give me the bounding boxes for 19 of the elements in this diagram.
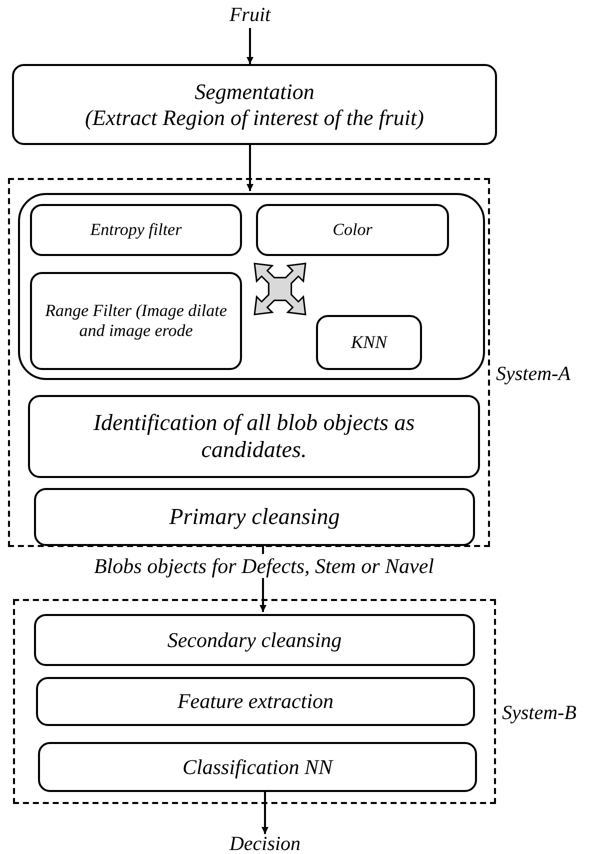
process-box: Segmentation (Extract Region of interest of the fruit) <box>12 64 497 145</box>
container-box <box>18 193 485 380</box>
io-label: Decision <box>200 834 330 854</box>
process-box: Feature extraction <box>36 677 475 726</box>
arrow <box>262 790 268 834</box>
arrow <box>246 145 254 191</box>
system-label: System-B <box>502 702 576 724</box>
process-box: Identification of all blob objects as candidates. <box>28 395 480 478</box>
arrow <box>246 28 254 64</box>
process-box: KNN <box>316 315 422 370</box>
process-box: Entropy filter <box>30 204 242 256</box>
process-box: Primary cleansing <box>34 488 475 546</box>
process-box: Range Filter (Image dilate and image erode <box>30 272 242 370</box>
process-box: Color <box>256 204 449 256</box>
process-box: Secondary cleansing <box>34 614 475 666</box>
process-box: Classification NN <box>38 742 477 792</box>
io-label: Fruit <box>200 2 300 28</box>
system-label: System-A <box>496 362 570 386</box>
edge-label: Blobs objects for Defects, Stem or Navel <box>92 554 436 579</box>
